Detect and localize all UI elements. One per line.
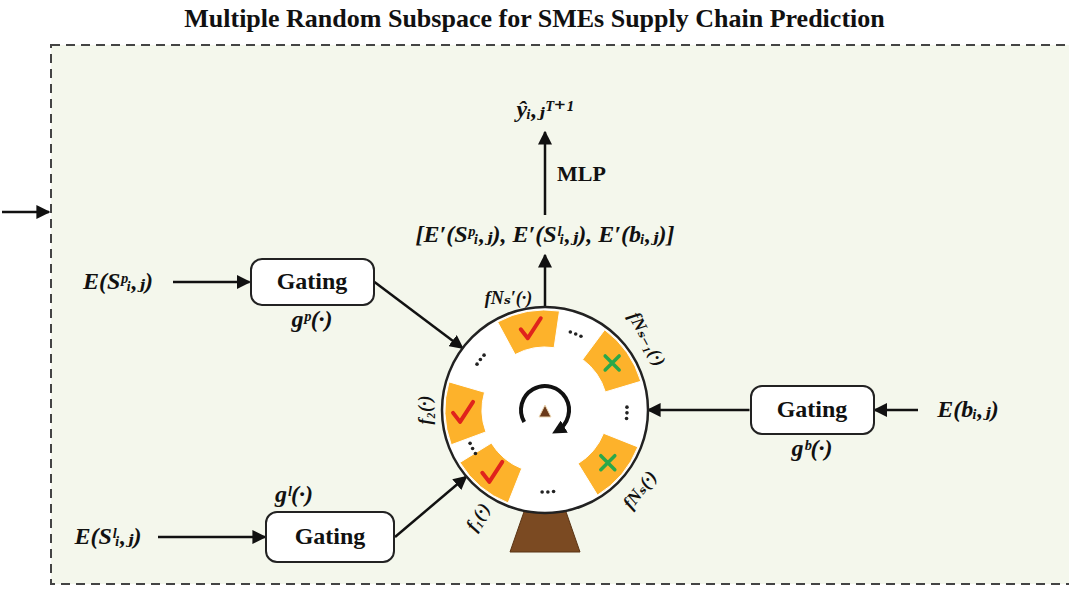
- subspace-wheel: fNₛ′(·)fNₛ₋₁(·)f₂(·)fNₛ(·)f₁(·): [440, 305, 650, 515]
- ellipsis-dot: [475, 362, 479, 366]
- ellipsis-dot: [482, 353, 486, 357]
- wheel-hub: [483, 348, 607, 472]
- input-embedding: E(Sᵖᵢ,ⱼ): [63, 262, 173, 302]
- flow-arrow: [158, 536, 265, 539]
- flow-arrow: [544, 132, 547, 215]
- function-label: fNₛ′(·): [485, 287, 533, 308]
- gating-box: Gatinggᵇ(·): [750, 385, 875, 435]
- ellipsis-dot: [471, 447, 475, 451]
- subspace-sector: [498, 310, 560, 355]
- ellipsis-dot: [546, 490, 550, 494]
- flow-arrow: [648, 409, 750, 412]
- flow-arrow: [173, 281, 250, 284]
- subspace-sector: [445, 382, 486, 445]
- ellipsis-dot: [574, 332, 578, 336]
- gating-label: Gating: [295, 523, 366, 551]
- cross-mark: [601, 456, 615, 470]
- flow-arrow: [875, 409, 919, 412]
- gate-function-label: gᵇ(·): [792, 435, 833, 463]
- ellipsis-dot: [479, 358, 483, 362]
- math-label: ŷᵢ,ⱼᵀ⁺¹: [517, 96, 574, 124]
- check-mark: [453, 402, 473, 422]
- ellipsis-dot: [579, 334, 583, 338]
- check-mark: [521, 318, 541, 338]
- dashed-panel: [51, 45, 1069, 584]
- ellipsis-dot: [569, 330, 573, 334]
- rotation-arrow: [521, 386, 569, 431]
- wheel-pointer: [539, 405, 551, 417]
- ellipsis-dot: [540, 490, 544, 494]
- ellipsis-dot: [625, 411, 629, 415]
- cross-mark: [605, 356, 619, 370]
- concat-embedding: [E′(Sᵖᵢ,ⱼ), E′(Sˡᵢ,ⱼ), E′(bᵢ,ⱼ)]: [355, 215, 735, 255]
- flow-arrow: [375, 282, 463, 348]
- gating-box: Gatinggˡ(·): [265, 511, 395, 563]
- output-label: ŷᵢ,ⱼᵀ⁺¹: [505, 88, 585, 132]
- gate-function-label: gˡ(·): [275, 481, 313, 509]
- ellipsis-dot: [474, 452, 478, 456]
- gating-label: Gating: [777, 396, 848, 424]
- diagram-title: Multiple Random Subspace for SMEs Supply…: [0, 4, 1069, 34]
- wheel-drawing: [440, 305, 650, 515]
- input-embedding: E(Sˡᵢ,ⱼ): [58, 517, 158, 557]
- gating-box: Gatinggᵖ(·): [250, 258, 375, 306]
- flow-arrow: [395, 477, 466, 537]
- ellipsis-dot: [625, 405, 629, 409]
- wheel-rim: [442, 307, 648, 513]
- function-label: f₂(·): [415, 396, 436, 425]
- math-label: E(Sᵖᵢ,ⱼ): [83, 268, 153, 296]
- flow-arrow: [544, 255, 547, 307]
- input-embedding: E(bᵢ,ⱼ): [918, 390, 1018, 430]
- ellipsis-dot: [468, 442, 472, 446]
- input-arrow: [2, 211, 49, 214]
- gate-function-label: gᵖ(·): [291, 306, 332, 334]
- edge-label: MLP: [557, 161, 606, 187]
- ellipsis-dot: [552, 490, 556, 494]
- math-label: E(bᵢ,ⱼ): [937, 396, 999, 424]
- gating-label: Gating: [277, 268, 348, 296]
- ellipsis-dot: [625, 417, 629, 421]
- math-label: [E′(Sᵖᵢ,ⱼ), E′(Sˡᵢ,ⱼ), E′(bᵢ,ⱼ)]: [416, 221, 675, 249]
- check-mark: [482, 462, 502, 482]
- math-label: E(Sˡᵢ,ⱼ): [75, 523, 142, 551]
